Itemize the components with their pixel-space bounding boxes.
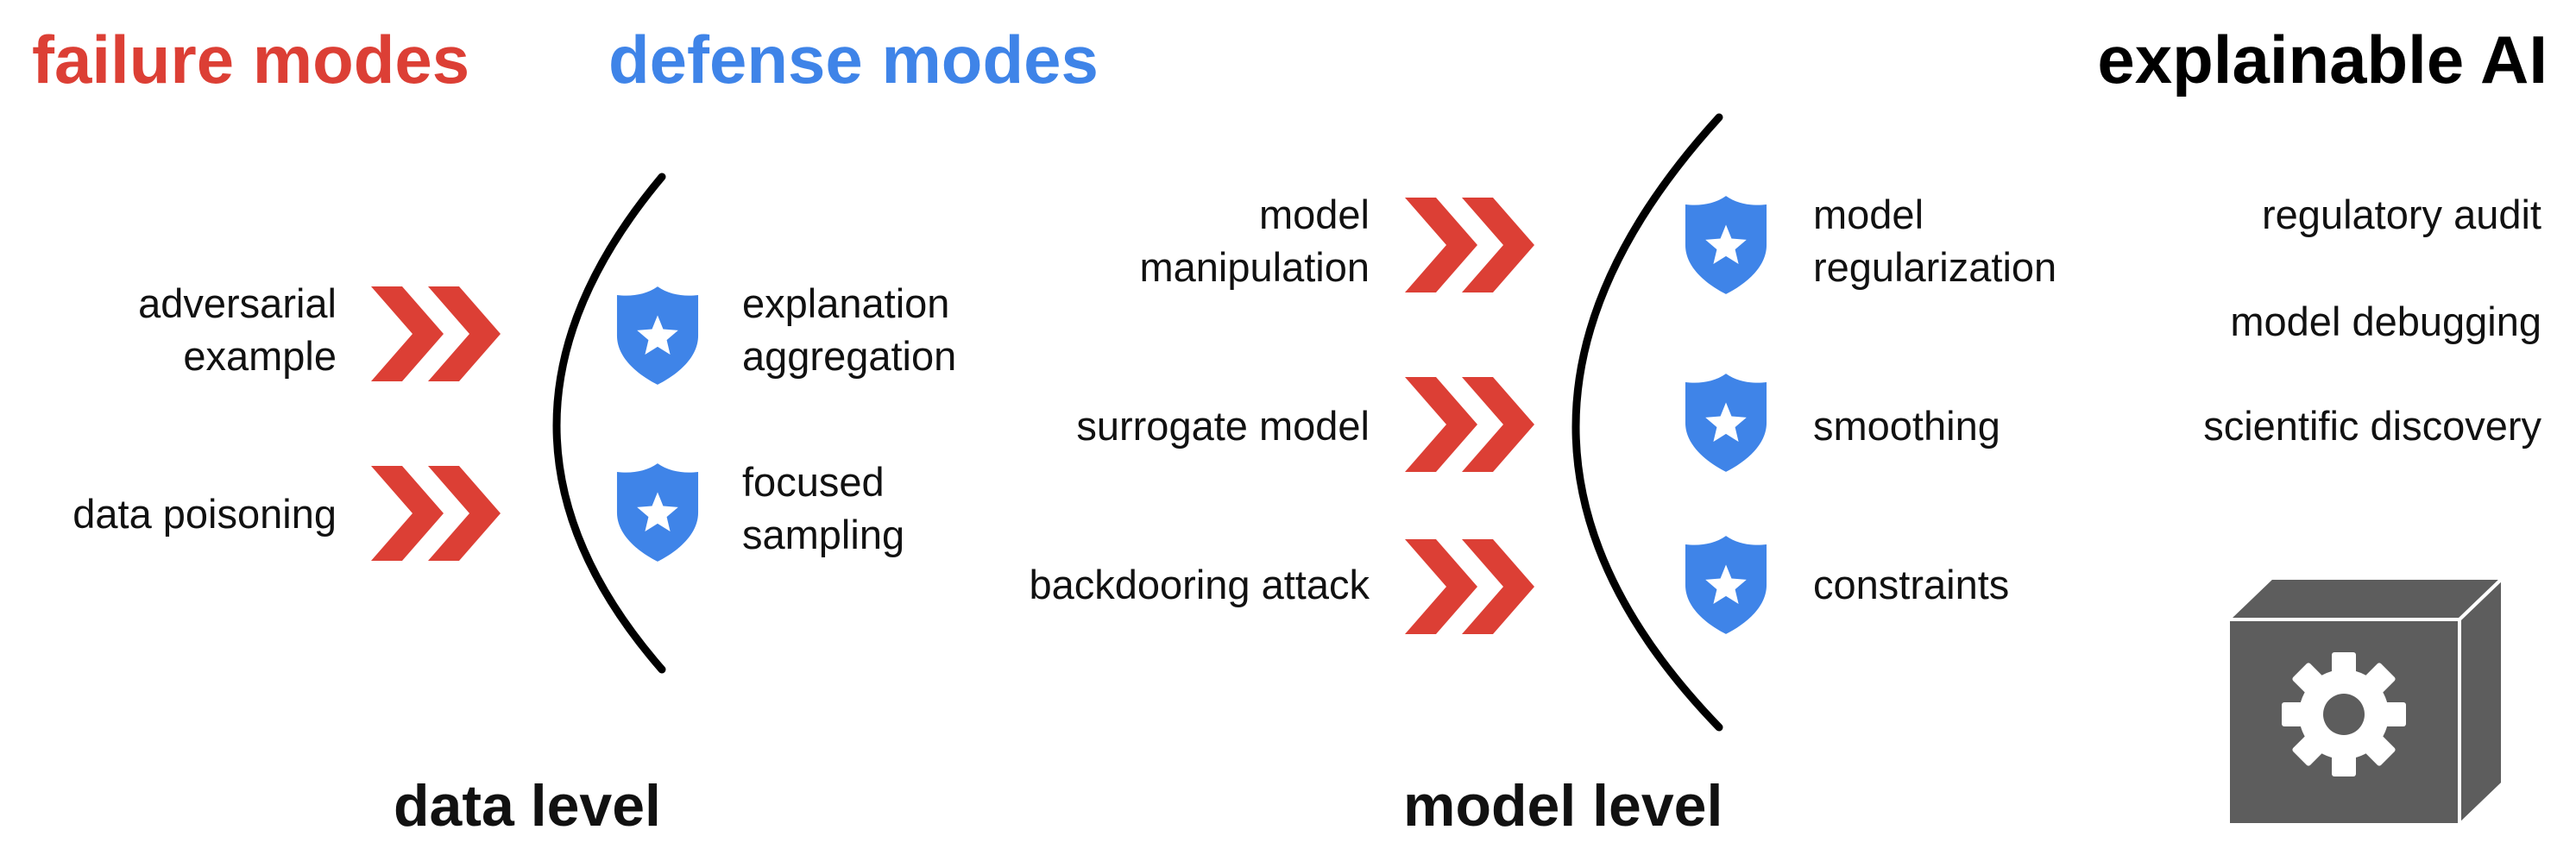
shield-star-icon xyxy=(1685,374,1767,472)
label-line: model xyxy=(1813,192,1924,237)
failure-data-poisoning: data poisoning xyxy=(72,491,337,537)
defense-focused-sampling: focused sampling xyxy=(742,456,904,561)
double-chevron-icon xyxy=(1405,539,1534,634)
xai-use-model-debugging: model debugging xyxy=(2230,299,2541,344)
xai-use-regulatory-audit: regulatory audit xyxy=(2262,192,2541,237)
defense-smoothing: smoothing xyxy=(1813,403,2000,449)
failure-surrogate-model: surrogate model xyxy=(1076,403,1370,449)
double-chevron-icon xyxy=(1405,198,1534,292)
failure-modes-title: failure modes xyxy=(32,22,470,97)
defense-explanation-aggregation: explanation aggregation xyxy=(742,277,956,382)
label-line: focused xyxy=(742,459,885,505)
failure-model-manipulation: model manipulation xyxy=(1139,188,1370,293)
xai-use-scientific-discovery: scientific discovery xyxy=(2203,403,2541,449)
shield-star-icon xyxy=(616,463,699,562)
gear-box-icon xyxy=(2226,576,2504,827)
model-level-title: model level xyxy=(1403,773,1723,839)
double-chevron-icon xyxy=(371,286,501,381)
double-chevron-icon xyxy=(371,466,501,561)
label-line: sampling xyxy=(742,512,905,557)
label-line: manipulation xyxy=(1139,244,1370,290)
label-line: aggregation xyxy=(742,333,957,379)
failure-backdooring-attack: backdooring attack xyxy=(1029,562,1370,607)
label-line: example xyxy=(183,333,337,379)
defense-constraints: constraints xyxy=(1813,562,2010,607)
defense-model-regularization: model regularization xyxy=(1813,188,2056,293)
label-line: model xyxy=(1258,192,1370,237)
shield-star-icon xyxy=(616,286,699,385)
data-level-title: data level xyxy=(394,773,661,839)
shield-star-icon xyxy=(1685,196,1767,294)
label-line: adversarial xyxy=(138,280,337,326)
shield-star-icon xyxy=(1685,536,1767,634)
failure-adversarial-example: adversarial example xyxy=(138,277,337,382)
defense-modes-title: defense modes xyxy=(608,22,1099,97)
explainable-ai-title: explainable AI xyxy=(2097,22,2548,97)
label-line: regularization xyxy=(1813,244,2057,290)
double-chevron-icon xyxy=(1405,377,1534,472)
label-line: explanation xyxy=(742,280,950,326)
